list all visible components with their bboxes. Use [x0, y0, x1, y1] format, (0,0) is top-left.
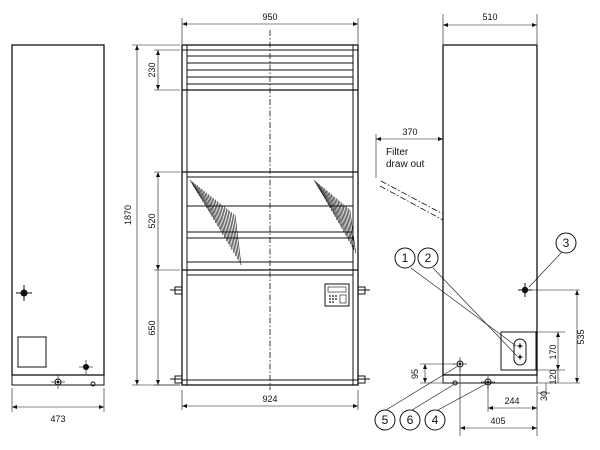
right-side-view: 510 370 Filter draw out — [375, 12, 586, 436]
svg-text:4: 4 — [432, 413, 439, 427]
dim-pipe-h4: 95 — [410, 369, 420, 379]
svg-text:1: 1 — [402, 251, 409, 265]
dim-pipe-h2: 170 — [548, 344, 558, 359]
control-panel — [324, 283, 350, 307]
crosshair-marker — [518, 283, 532, 297]
dim-pipe-h1: 535 — [576, 329, 586, 344]
callout-1: 1 — [394, 247, 416, 269]
dim-pipe-h3: 120 — [548, 369, 558, 384]
svg-text:2: 2 — [425, 251, 432, 265]
dim-filter-draw: 370 — [402, 127, 417, 137]
crosshair-marker — [51, 375, 65, 389]
dim-front-width-bottom: 924 — [262, 394, 277, 404]
dim-front-seg-bottom: 650 — [147, 320, 157, 335]
dim-right-width: 510 — [482, 12, 497, 22]
crosshair-marker — [16, 285, 32, 301]
callout-4: 4 — [424, 409, 446, 431]
crosshair-marker — [79, 360, 93, 374]
crosshair-marker — [453, 357, 467, 371]
coil-fin-hatch — [313, 179, 356, 254]
dim-pipe-w1: 244 — [504, 396, 519, 406]
coil-fin-hatch — [189, 179, 242, 266]
dim-pipe-h5: 30 — [539, 391, 549, 401]
front-view: 950 924 1870 230 520 650 — [123, 12, 370, 410]
callout-6: 6 — [399, 409, 421, 431]
svg-text:3: 3 — [563, 236, 570, 250]
svg-text:6: 6 — [407, 413, 414, 427]
dim-pipe-w2: 405 — [490, 416, 505, 426]
callout-5: 5 — [374, 409, 396, 431]
dim-front-width-top: 950 — [262, 12, 277, 22]
filter-note-line2: draw out — [386, 159, 425, 170]
dim-front-seg-top: 230 — [147, 62, 157, 77]
callout-3: 3 — [555, 232, 577, 254]
left-side-view: 473 — [11, 44, 105, 424]
callout-2: 2 — [417, 247, 439, 269]
svg-text:5: 5 — [382, 413, 389, 427]
filter-note-line1: Filter — [386, 147, 409, 158]
dim-side-width: 473 — [50, 414, 65, 424]
dim-front-seg-mid: 520 — [147, 213, 157, 228]
dim-front-height: 1870 — [123, 205, 133, 225]
